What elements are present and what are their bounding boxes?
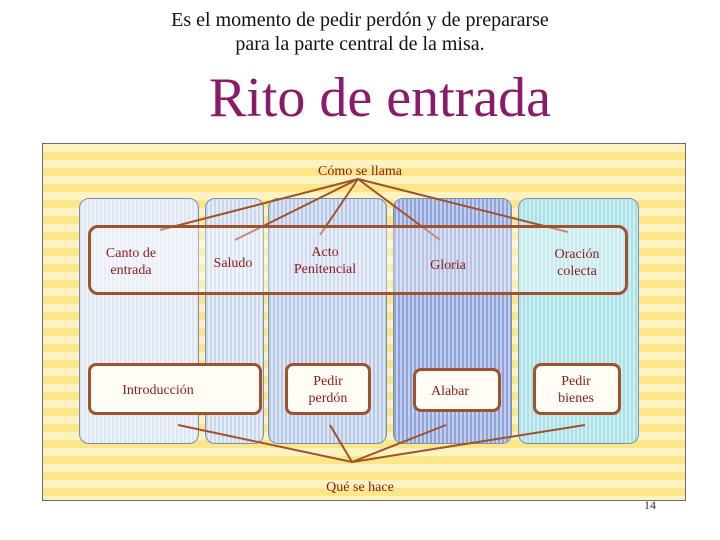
connector-bottom-2 <box>329 424 353 463</box>
name-oracion-colecta: Oración colecta <box>540 246 614 280</box>
connector-bottom-1 <box>177 424 353 463</box>
action-2-line-2: perdón <box>308 391 348 406</box>
action-4-line-1: Pedir <box>561 374 591 389</box>
action-4-line-2: bienes <box>558 391 594 406</box>
bottom-label: Qué se hace <box>326 480 394 495</box>
slide-title: Rito de entrada <box>208 67 552 129</box>
action-alabar: Alabar <box>430 384 470 399</box>
name-canto-de-entrada: Canto de entrada <box>96 245 166 279</box>
top-label: Cómo se llama <box>318 164 402 179</box>
slide-subtitle: Es el momento de pedir perdón y de prepa… <box>0 8 720 56</box>
name-3-line-2: Penitencial <box>293 262 357 277</box>
name-acto-penitencial: Acto Penitencial <box>280 244 370 278</box>
connector-top-5 <box>357 178 569 233</box>
name-3-line-1: Acto <box>311 245 339 260</box>
action-box-alabar <box>413 368 501 412</box>
page-number: 14 <box>644 498 656 512</box>
connector-bottom-4 <box>351 424 586 463</box>
action-box-introduccion <box>88 363 262 415</box>
name-5-line-1: Oración <box>554 247 600 262</box>
action-pedir-perdon: Pedir perdón <box>288 373 368 407</box>
name-5-line-2: colecta <box>557 264 597 279</box>
connector-top-4 <box>357 178 441 241</box>
connector-top-2 <box>234 178 359 241</box>
action-2-line-1: Pedir <box>313 374 343 389</box>
action-pedir-bienes: Pedir bienes <box>536 373 616 407</box>
name-1-line-2: entrada <box>110 263 152 278</box>
action-box-pedir-bienes <box>533 363 621 415</box>
subtitle-line-2: para la parte central de la misa. <box>235 33 485 55</box>
action-introduccion: Introducción <box>122 383 194 398</box>
action-box-pedir-perdon <box>285 363 371 415</box>
subtitle-line-1: Es el momento de pedir perdón y de prepa… <box>171 9 549 31</box>
name-saludo: Saludo <box>213 256 253 271</box>
connector-top-1 <box>159 178 359 231</box>
name-gloria: Gloria <box>430 258 466 273</box>
names-band <box>88 225 628 295</box>
connector-bottom-3 <box>351 424 447 463</box>
name-1-line-1: Canto de <box>105 246 157 261</box>
